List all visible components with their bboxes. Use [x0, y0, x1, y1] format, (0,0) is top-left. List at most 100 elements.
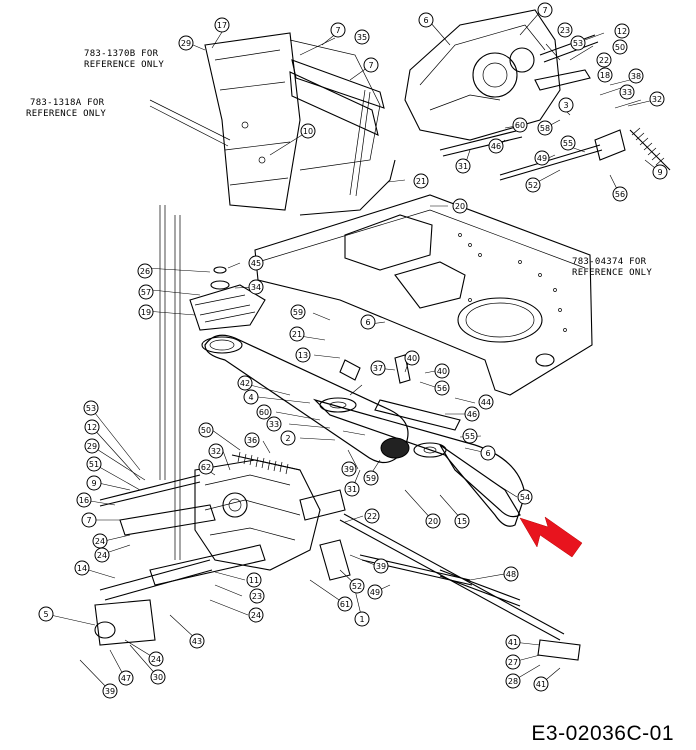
- callout-number: 33: [269, 420, 279, 429]
- callout-40: 40: [404, 350, 420, 366]
- callout-39: 39: [341, 461, 357, 477]
- callout-number: 57: [141, 288, 151, 297]
- callout-circle: [354, 29, 370, 45]
- callout-circle: [295, 347, 311, 363]
- callout-23: 23: [557, 22, 573, 38]
- callout-number: 37: [373, 364, 383, 373]
- callout-48: 48: [503, 566, 519, 582]
- idler-pulleys: [319, 354, 461, 459]
- callout-number: 40: [407, 354, 417, 363]
- callout-number: 31: [458, 162, 468, 171]
- callout-16: 16: [76, 492, 92, 508]
- callout-circle: [370, 360, 386, 376]
- spring-left: [231, 451, 301, 475]
- callout-30: 30: [150, 669, 166, 685]
- callout-circle: [84, 438, 100, 454]
- callout-52: 52: [525, 177, 541, 193]
- callout-11: 11: [246, 572, 262, 588]
- callout-number: 39: [344, 465, 354, 474]
- callout-circle: [558, 97, 574, 113]
- callout-circle: [488, 138, 504, 154]
- red-arrow: [519, 516, 583, 558]
- reference-note-3-line2: REFERENCE ONLY: [572, 268, 652, 278]
- callout-number: 42: [240, 379, 250, 388]
- callout-number: 6: [485, 449, 490, 458]
- callout-number: 7: [335, 26, 340, 35]
- callout-60: 60: [256, 404, 272, 420]
- fan-pulley-stack: [159, 205, 266, 560]
- callout-circle: [534, 150, 550, 166]
- callout-circle: [363, 57, 379, 73]
- callout-number: 29: [181, 39, 191, 48]
- callout-33: 33: [619, 84, 635, 100]
- callout-circle: [86, 475, 102, 491]
- callout-58: 58: [537, 120, 553, 136]
- callout-circle: [452, 198, 468, 214]
- callout-number: 22: [367, 512, 377, 521]
- callout-53: 53: [83, 400, 99, 416]
- callout-number: 31: [347, 485, 357, 494]
- callout-number: 24: [151, 655, 161, 664]
- callout-6: 6: [480, 445, 496, 461]
- callout-number: 9: [657, 168, 662, 177]
- callout-number: 19: [141, 308, 151, 317]
- callout-circle: [214, 17, 230, 33]
- callout-2: 2: [280, 430, 296, 446]
- callout-circle: [198, 422, 214, 438]
- reference-note-1-line2: REFERENCE ONLY: [84, 60, 164, 70]
- callout-circle: [330, 22, 346, 38]
- callout-circle: [248, 279, 264, 295]
- callout-36: 36: [244, 432, 260, 448]
- callout-circle: [248, 607, 264, 623]
- callout-46: 46: [464, 406, 480, 422]
- callout-circle: [557, 22, 573, 38]
- callout-number: 45: [251, 259, 261, 268]
- callout-37: 37: [370, 360, 386, 376]
- callout-47: 47: [118, 670, 134, 686]
- callout-circle: [148, 651, 164, 667]
- callout-45: 45: [248, 255, 264, 271]
- callout-54: 54: [517, 489, 533, 505]
- callout-number: 55: [465, 432, 475, 441]
- callout-circle: [290, 304, 306, 320]
- callout-18: 18: [597, 67, 613, 83]
- callout-number: 18: [600, 71, 610, 80]
- drive-belts: [204, 334, 526, 527]
- callout-circle: [341, 461, 357, 477]
- callout-circle: [137, 263, 153, 279]
- callout-number: 36: [247, 436, 257, 445]
- callout-number: 56: [615, 190, 625, 199]
- callout-number: 46: [467, 410, 477, 419]
- callout-circle: [434, 380, 450, 396]
- callout-circle: [38, 606, 54, 622]
- callout-circle: [344, 481, 360, 497]
- callout-number: 23: [560, 26, 570, 35]
- callout-number: 23: [252, 592, 262, 601]
- callout-10: 10: [300, 123, 316, 139]
- callout-number: 61: [340, 600, 350, 609]
- callout-number: 27: [508, 658, 518, 667]
- callout-number: 33: [622, 88, 632, 97]
- callout-number: 28: [508, 677, 518, 686]
- callout-circle: [237, 375, 253, 391]
- callout-43: 43: [189, 633, 205, 649]
- callout-circle: [596, 52, 612, 68]
- callout-27: 27: [505, 654, 521, 670]
- callout-number: 14: [77, 564, 87, 573]
- callout-circle: [503, 566, 519, 582]
- callout-49: 49: [367, 584, 383, 600]
- callout-number: 13: [298, 351, 308, 360]
- callout-circle: [612, 186, 628, 202]
- callout-number: 24: [97, 551, 107, 560]
- main-frame: [254, 194, 593, 396]
- callout-39: 39: [102, 683, 118, 699]
- callout-circle: [364, 508, 380, 524]
- callout-number: 43: [192, 637, 202, 646]
- callout-circle: [537, 120, 553, 136]
- callout-number: 39: [376, 562, 386, 571]
- callout-circle: [373, 558, 389, 574]
- callout-60: 60: [512, 117, 528, 133]
- callout-24: 24: [248, 607, 264, 623]
- callout-circle: [652, 164, 668, 180]
